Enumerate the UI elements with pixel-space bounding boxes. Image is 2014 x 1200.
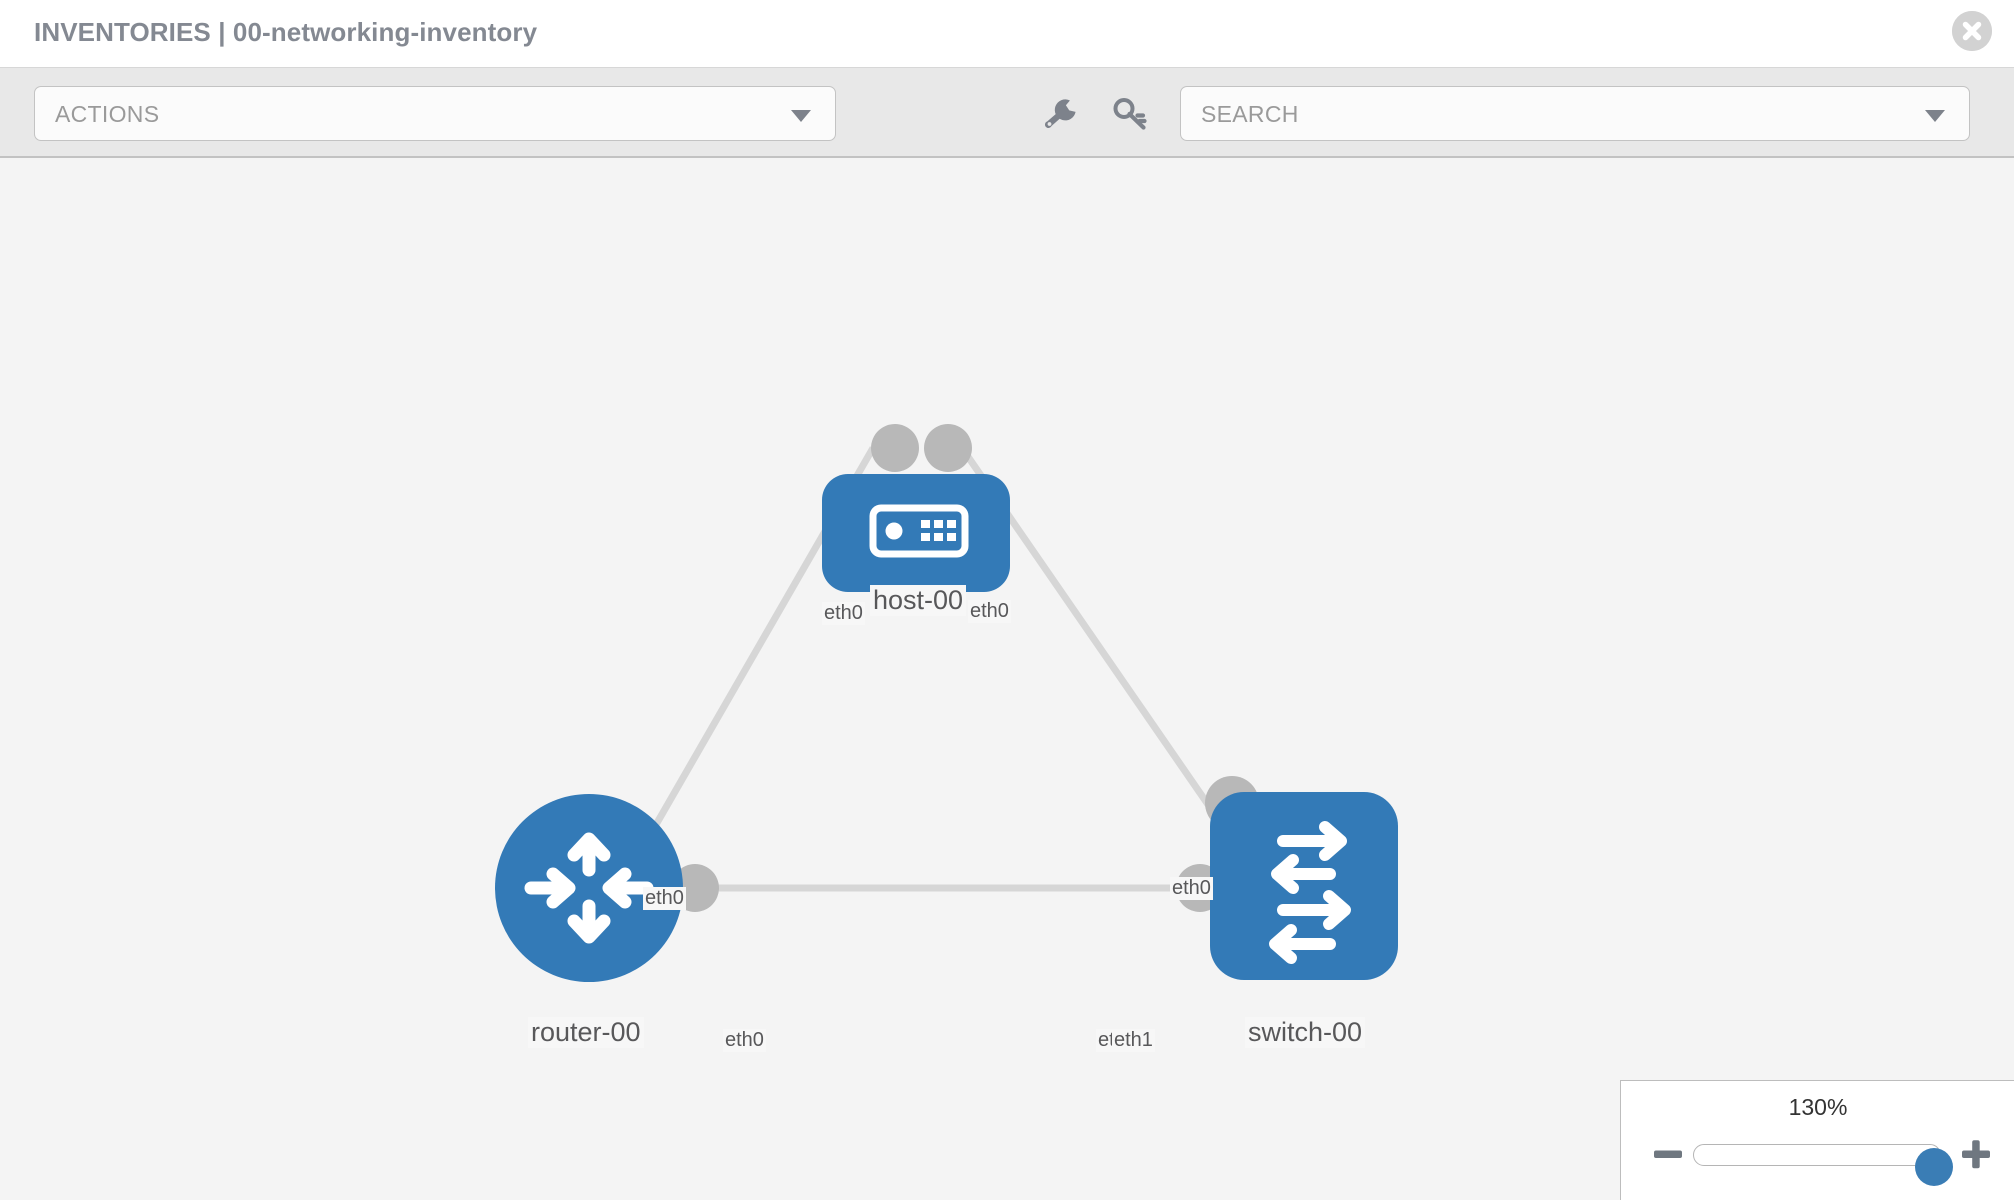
node-label-switch-00: switch-00 [1245,1017,1366,1048]
edge-label-switch-left: eth1 [1112,1029,1155,1052]
server-icon [869,504,969,558]
actions-dropdown[interactable]: ACTIONS [34,86,836,141]
node-switch-00[interactable] [1210,792,1398,980]
toolbar: ACTIONS SEARCH [0,68,2014,158]
router-arrows-icon [524,832,654,944]
zoom-level-value: 130% [1788,1094,1848,1120]
zoom-slider-thumb[interactable] [1915,1148,1953,1186]
chevron-down-icon [791,110,811,122]
connector-host-left [871,424,919,472]
actions-dropdown-label: ACTIONS [55,101,160,127]
zoom-control-panel: 130% [1620,1080,2014,1200]
minus-icon[interactable] [1651,1137,1685,1171]
page-header: INVENTORIES | 00-networking-inventory [0,0,2014,68]
edge-label-router-right: eth0 [723,1029,766,1052]
zoom-slider[interactable] [1693,1144,1953,1186]
topology-canvas[interactable]: host-00 router-00 switch-00 eth0 eth0 et… [0,158,2014,1200]
edge-label-host-left: eth0 [822,602,865,625]
connector-host-right [924,424,972,472]
edge-label-host-right: eth0 [968,600,1011,623]
node-label-router-00: router-00 [528,1017,644,1048]
wrench-icon[interactable] [1040,93,1084,137]
search-input[interactable]: SEARCH [1180,86,1970,141]
switch-arrows-icon [1269,821,1351,964]
plus-icon[interactable] [1959,1137,1993,1171]
chevron-down-icon [1925,110,1945,122]
node-host-00[interactable] [822,474,1010,592]
page-title: INVENTORIES | 00-networking-inventory [34,17,538,47]
node-router-00[interactable] [495,794,683,982]
zoom-slider-row [1621,1133,2014,1186]
close-icon[interactable] [1952,11,1992,51]
topology-graph [495,424,1398,982]
node-label-host-00: host-00 [870,585,967,616]
search-placeholder: SEARCH [1201,101,1299,127]
edge-label-router-up: eth0 [643,887,686,910]
key-icon[interactable] [1108,93,1152,137]
edge-label-switch-up: eth0 [1170,877,1213,900]
